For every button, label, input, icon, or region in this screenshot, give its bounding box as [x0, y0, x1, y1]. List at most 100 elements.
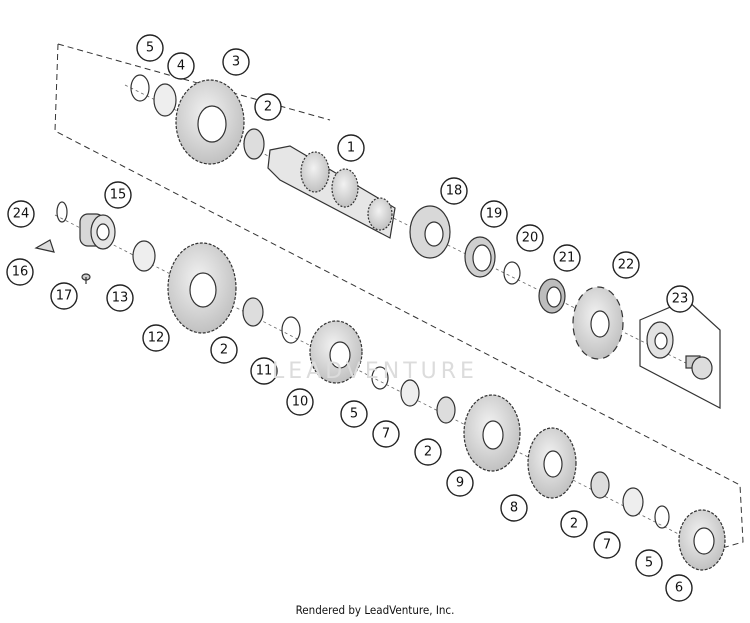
- callout-label: 17: [56, 289, 73, 304]
- circlip-part-5c: [654, 505, 670, 529]
- lower-shaft-axis: [54, 214, 701, 546]
- callout-label: 19: [486, 207, 503, 222]
- callout-circle: [340, 400, 368, 428]
- callout-circle: [254, 93, 282, 121]
- callout-circle: [635, 549, 663, 577]
- lock-plate-part-16: [34, 239, 55, 253]
- callout-5: 1: [337, 134, 365, 162]
- callout-label: 1: [347, 141, 355, 156]
- callout-circle: [167, 52, 195, 80]
- lower-shaft-parts: [34, 201, 726, 571]
- nut-part-23: [685, 355, 713, 380]
- callout-21: 5: [340, 400, 368, 428]
- callout-17: 12: [142, 324, 170, 352]
- washer-part-13: [132, 240, 156, 272]
- callout-circle: [440, 177, 468, 205]
- callout-22: 7: [372, 420, 400, 448]
- callout-label: 22: [618, 258, 635, 273]
- callout-7: 19: [480, 200, 508, 228]
- gear-part-10: [309, 320, 363, 384]
- callout-label: 24: [13, 207, 30, 222]
- washer-part-4: [153, 83, 177, 117]
- callout-8: 20: [516, 224, 544, 252]
- screw-part-17: [81, 273, 91, 284]
- callout-label: 13: [112, 291, 129, 306]
- needle-bearing-part-2b: [242, 297, 264, 327]
- assembly-frame-outline: [54, 43, 744, 549]
- callout-label: 23: [672, 292, 689, 307]
- assembly-frame-top: [57, 43, 331, 121]
- washer-part-11: [281, 316, 301, 344]
- callout-label: 7: [382, 427, 390, 442]
- callout-circle: [593, 531, 621, 559]
- callout-circle: [560, 510, 588, 538]
- callout-13: 15: [104, 181, 132, 209]
- o-ring-part-20: [503, 261, 521, 285]
- callout-label: 21: [559, 251, 576, 266]
- callout-label: 2: [220, 343, 228, 358]
- main-shaft-part-1: [267, 145, 396, 239]
- callout-27: 7: [593, 531, 621, 559]
- callout-label: 16: [12, 265, 29, 280]
- callout-2: 4: [167, 52, 195, 80]
- callout-label: 6: [675, 581, 683, 596]
- callout-label: 3: [232, 55, 240, 70]
- seal-ring-part-19: [464, 236, 496, 278]
- callout-25: 8: [500, 494, 528, 522]
- needle-bearing-part-2a: [243, 128, 265, 160]
- callout-circle: [666, 285, 694, 313]
- spacer-part-21: [538, 278, 566, 314]
- needle-bearing-part-2c: [436, 396, 456, 424]
- footer-credit: Rendered by LeadVenture, Inc.: [295, 603, 455, 617]
- callout-16: 13: [106, 284, 134, 312]
- circlip-part-5: [130, 74, 150, 102]
- callout-6: 18: [440, 177, 468, 205]
- washer-part-23: [646, 321, 674, 359]
- needle-bearing-part-2d: [590, 471, 610, 499]
- callout-circle: [142, 324, 170, 352]
- callout-label: 5: [146, 41, 154, 56]
- callout-label: 12: [148, 331, 165, 346]
- callout-label: 4: [177, 59, 185, 74]
- callout-26: 2: [560, 510, 588, 538]
- callout-label: 11: [256, 364, 273, 379]
- callout-label: 2: [424, 445, 432, 460]
- callout-circle: [414, 438, 442, 466]
- callout-circle: [50, 282, 78, 310]
- gear-part-6: [678, 509, 726, 571]
- callout-12: 24: [7, 200, 35, 228]
- washer-part-7b: [622, 487, 644, 517]
- callout-4: 2: [254, 93, 282, 121]
- callout-15: 17: [50, 282, 78, 310]
- callout-19: 11: [250, 357, 278, 385]
- callout-label: 18: [446, 184, 463, 199]
- callout-circle: [500, 494, 528, 522]
- callout-label: 8: [510, 501, 518, 516]
- callout-circle: [104, 181, 132, 209]
- callout-circle: [210, 336, 238, 364]
- callout-circle: [665, 574, 693, 602]
- callout-label: 2: [570, 517, 578, 532]
- callout-label: 5: [350, 407, 358, 422]
- callout-1: 5: [136, 34, 164, 62]
- callout-label: 9: [456, 476, 464, 491]
- callout-circle: [286, 388, 314, 416]
- callout-circle: [222, 48, 250, 76]
- callout-circle: [250, 357, 278, 385]
- callout-10: 22: [612, 251, 640, 279]
- callout-label: 2: [264, 100, 272, 115]
- upper-shaft-parts: [130, 74, 713, 380]
- callout-circle: [106, 284, 134, 312]
- sprocket-part-22: [572, 286, 624, 360]
- gear-part-3: [175, 79, 245, 165]
- callout-circle: [136, 34, 164, 62]
- gear-part-9: [463, 394, 521, 472]
- bearing-part-18: [409, 205, 451, 259]
- callout-24: 9: [446, 469, 474, 497]
- circlip-part-24: [56, 201, 68, 223]
- callout-circle: [446, 469, 474, 497]
- bearing-part-15: [79, 213, 116, 250]
- callout-28: 5: [635, 549, 663, 577]
- callout-circle: [553, 244, 581, 272]
